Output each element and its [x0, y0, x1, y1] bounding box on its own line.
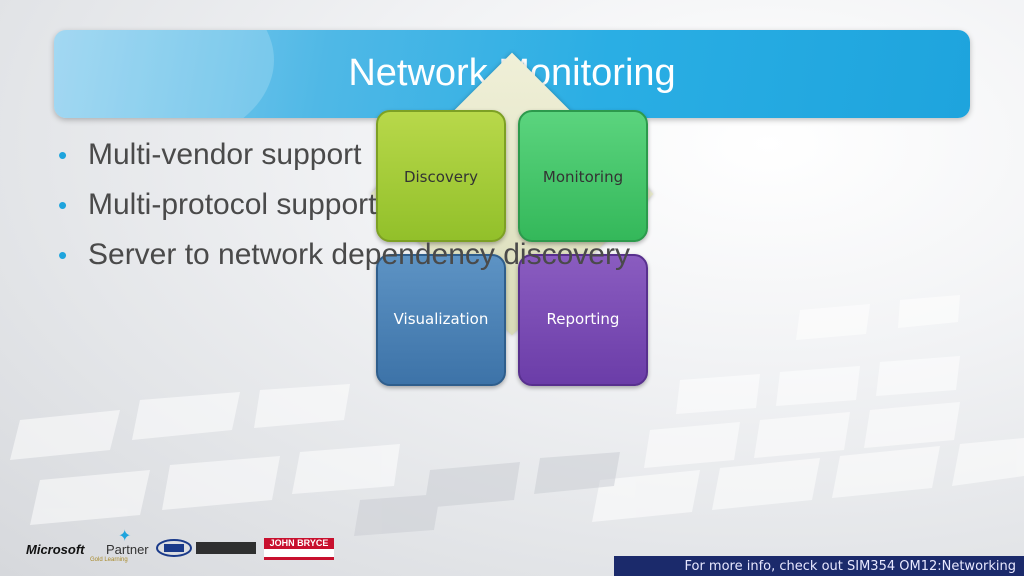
partner-label: Partner [106, 542, 149, 557]
microsoft-logo: Microsoft [26, 542, 85, 557]
diagram-box-reporting: Reporting [518, 254, 648, 386]
partner-star-icon: ✦ [118, 528, 132, 545]
diagram-box-monitoring: Monitoring [518, 110, 648, 242]
bullet-text: Multi-vendor support [88, 138, 362, 171]
bullet-item: • Multi-protocol support [58, 188, 630, 238]
bullet-dot-icon: • [58, 140, 68, 170]
hebrew-college-logo [156, 539, 256, 557]
bullet-text: Server to network dependency discovery [88, 238, 630, 271]
partner-logos: ✦ Microsoft Partner Gold Learning + JOHN… [26, 526, 346, 566]
bullet-dot-icon: • [58, 190, 68, 220]
john-bryce-subline [264, 549, 334, 557]
footer-text: For more info, check out SIM354 OM12:Net… [684, 558, 1016, 574]
diagram-box-visualization: Visualization [376, 254, 506, 386]
john-bryce-logo: JOHN BRYCE [264, 538, 334, 560]
bullet-item: • Multi-vendor support [58, 138, 630, 188]
bullet-dot-icon: • [58, 240, 68, 270]
john-bryce-label: JOHN BRYCE [269, 538, 329, 548]
title-bar-gloss [54, 30, 274, 118]
gold-learning-label: Gold Learning [90, 557, 128, 563]
diagram-box-discovery: Discovery [376, 110, 506, 242]
bullet-list: • Multi-vendor support • Multi-protocol … [58, 138, 630, 288]
bullet-text: Multi-protocol support [88, 188, 377, 221]
bullet-item: • Server to network dependency discovery [58, 238, 630, 288]
footer-bar: For more info, check out SIM354 OM12:Net… [614, 556, 1024, 576]
